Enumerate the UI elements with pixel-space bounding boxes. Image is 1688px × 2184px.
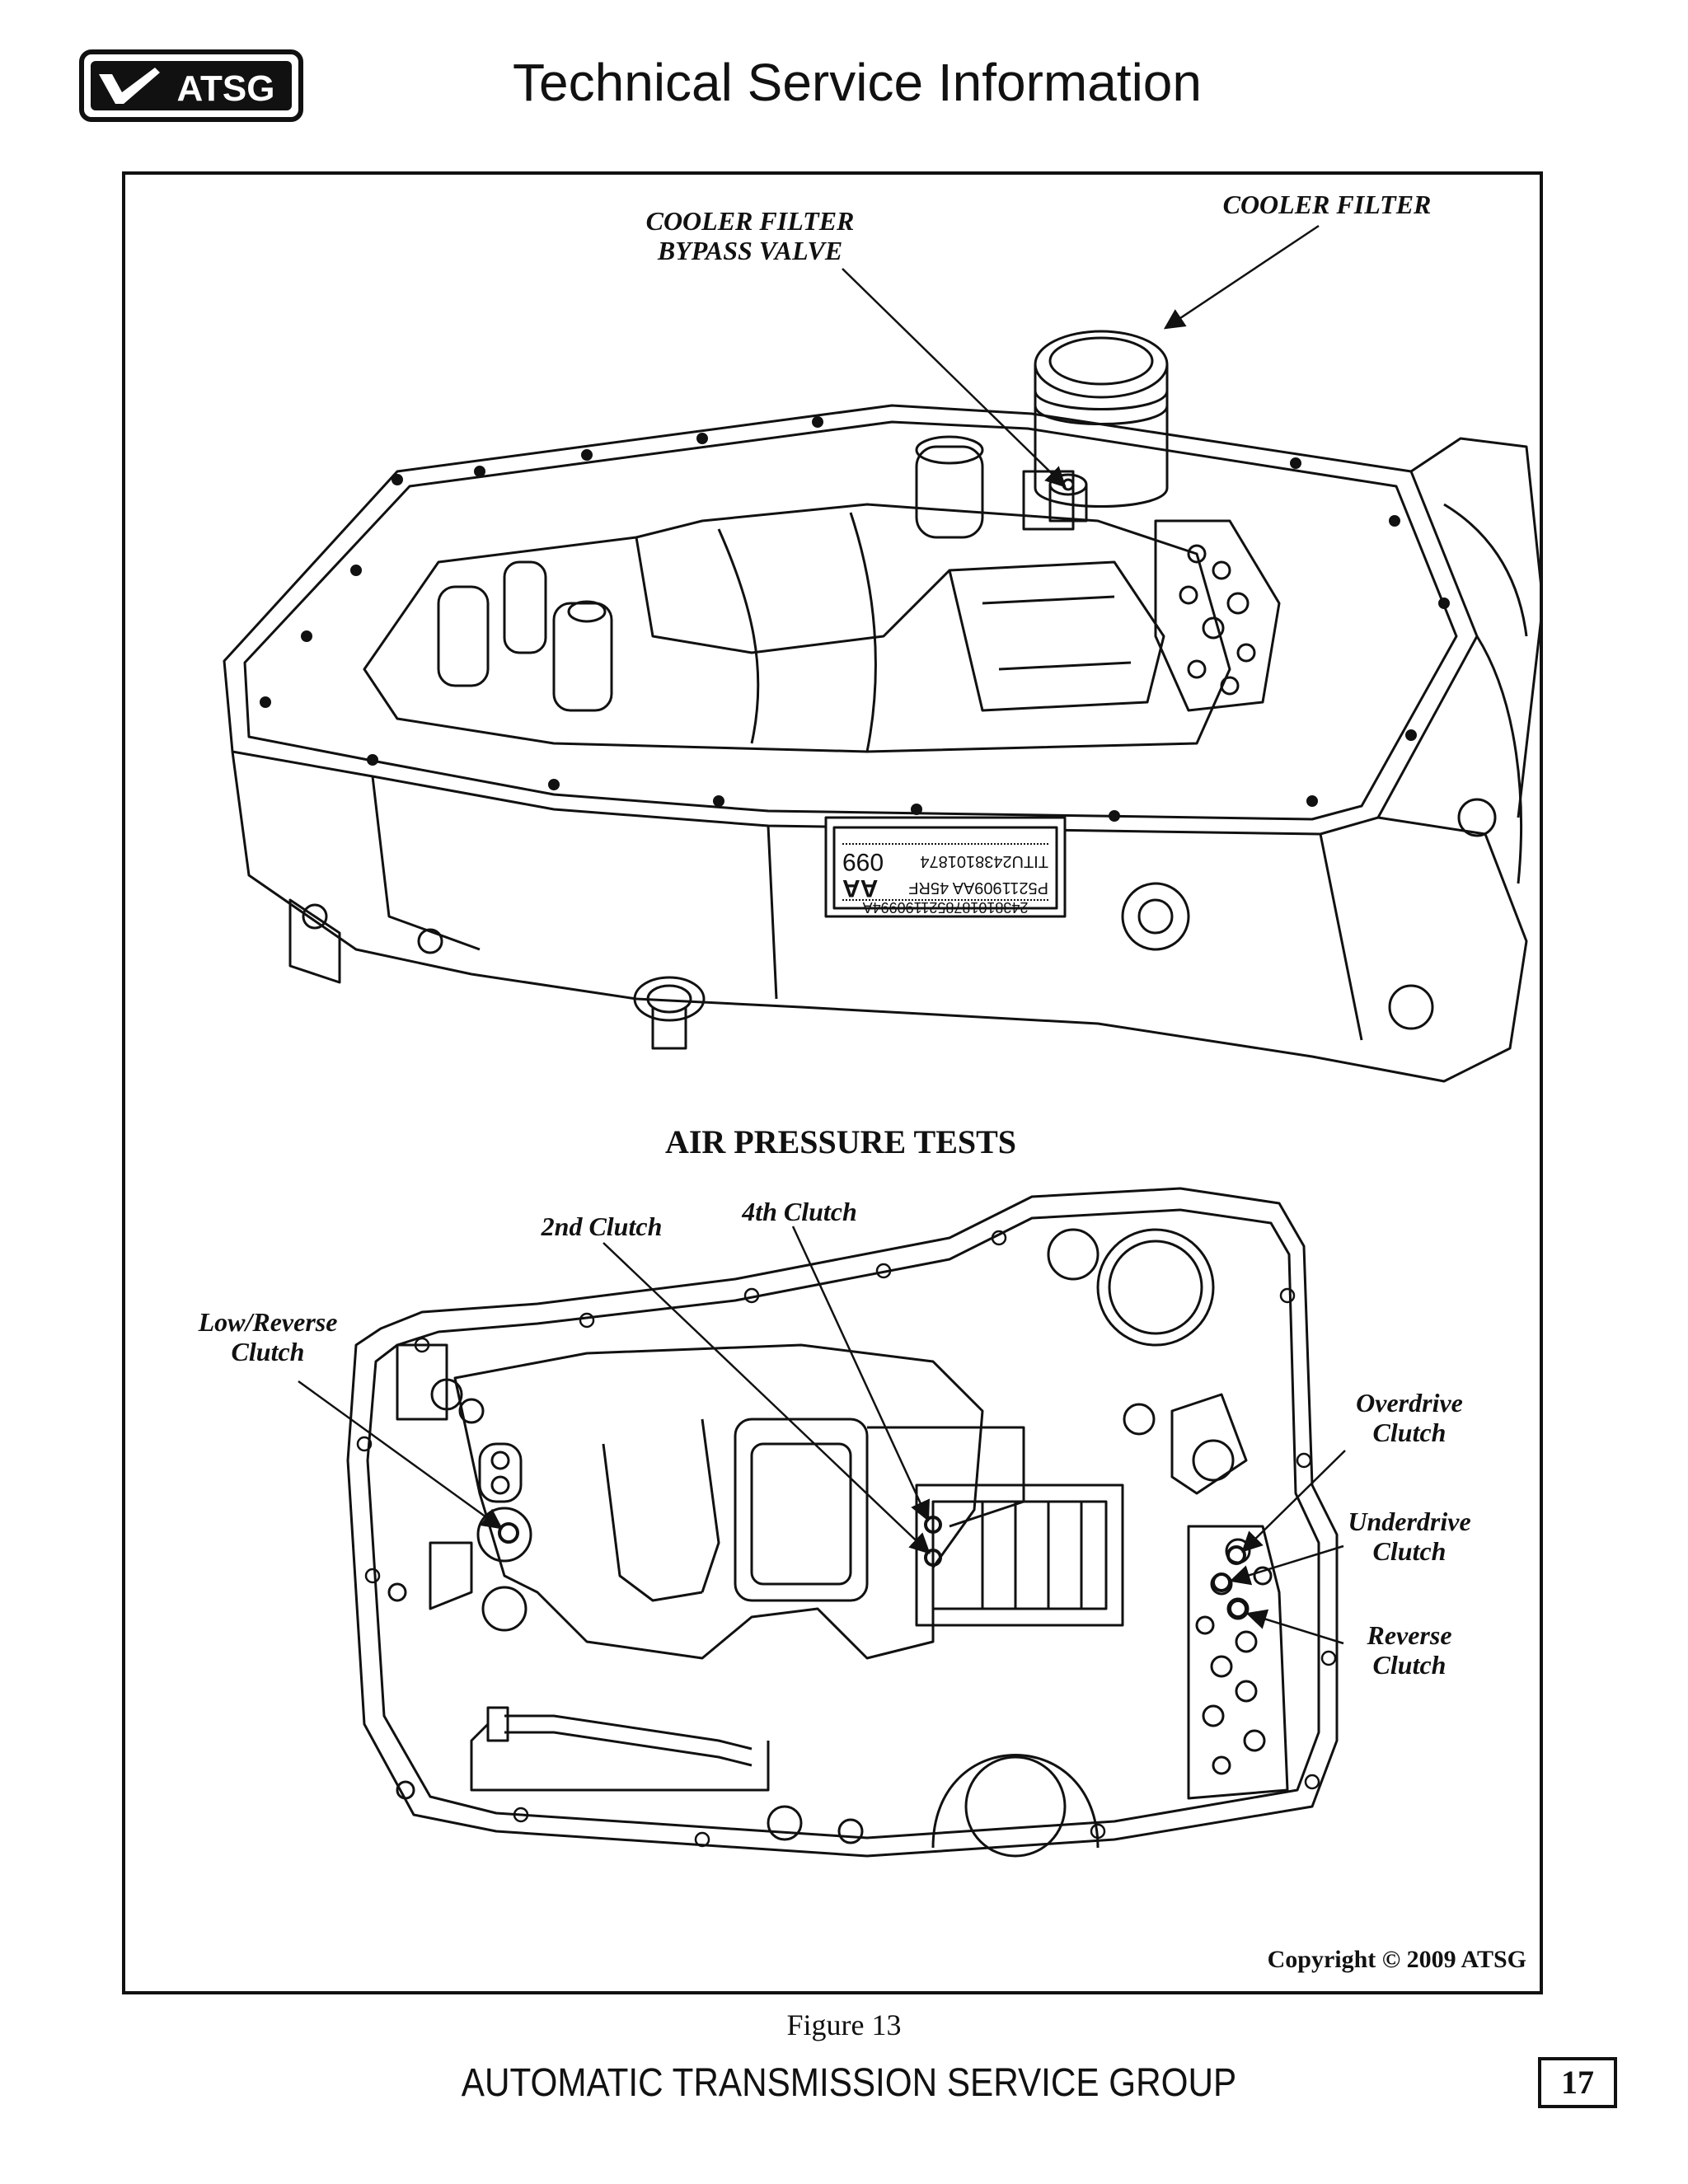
- low-reverse-clutch-label: Low/Reverse Clutch: [198, 1307, 338, 1366]
- overdrive-clutch-label: Overdrive Clutch: [1356, 1388, 1463, 1447]
- fourth-clutch-port: [924, 1516, 942, 1534]
- page-title: Technical Service Information: [513, 53, 1202, 112]
- low-reverse-arrow: [298, 1380, 504, 1530]
- page-number: 17: [1538, 2057, 1617, 2108]
- underdrive-arrow: [1229, 1544, 1344, 1586]
- bypass-valve-arrow: [842, 268, 1067, 488]
- cooler-filter-arrow: [1163, 224, 1320, 330]
- checkmark-icon: [99, 68, 160, 104]
- transmission-illustration: [223, 224, 1540, 1858]
- reverse-arrow: [1245, 1609, 1344, 1645]
- atsg-logo: ATSG: [79, 49, 303, 122]
- bypass-valve: [1048, 473, 1088, 523]
- cooler-filter-label: COOLER FILTER: [1222, 190, 1432, 219]
- logo-text: ATSG: [177, 68, 275, 109]
- plate-line-2: P5211909AA 45RF: [908, 879, 1048, 897]
- low-reverse-port: [498, 1522, 519, 1544]
- footer-title: AUTOMATIC TRANSMISSION SERVICE GROUP: [461, 2061, 1237, 2105]
- figure-caption: Figure 13: [786, 2008, 902, 2041]
- plate-line-3: AA: [842, 874, 879, 902]
- overdrive-port: [1226, 1545, 1246, 1565]
- part-number-plate: [824, 816, 1067, 918]
- leader-lines: [298, 224, 1346, 1645]
- figure-frame: [122, 171, 1543, 1994]
- second-clutch-port: [924, 1549, 942, 1567]
- second-clutch-arrow: [603, 1242, 931, 1554]
- part-number-plate-text: 2438101878521190994A P5211909AA 45RF AA …: [826, 818, 1065, 916]
- case-bottom-view: [346, 1187, 1339, 1858]
- plate-line-4: TITU2438101874: [920, 852, 1048, 870]
- plate-line-5: 099: [842, 848, 884, 875]
- underdrive-clutch-label: Underdrive Clutch: [1348, 1507, 1471, 1566]
- section-title: AIR PRESSURE TESTS: [664, 1123, 1017, 1160]
- fourth-clutch-label: 4th Clutch: [742, 1197, 857, 1226]
- reverse-clutch-label: Reverse Clutch: [1367, 1620, 1452, 1680]
- second-clutch-label: 2nd Clutch: [541, 1212, 663, 1241]
- copyright: Copyright © 2009 ATSG: [1267, 1946, 1526, 1973]
- transmission-body: [223, 330, 1540, 1083]
- underdrive-port: [1212, 1572, 1231, 1592]
- overdrive-arrow: [1241, 1450, 1346, 1553]
- fourth-clutch-arrow: [791, 1226, 930, 1522]
- cooler-filter-bypass-valve-label: COOLER FILTER BYPASS VALVE: [645, 206, 855, 265]
- cooler-filter-canister: [1034, 330, 1169, 508]
- reverse-port: [1228, 1599, 1248, 1619]
